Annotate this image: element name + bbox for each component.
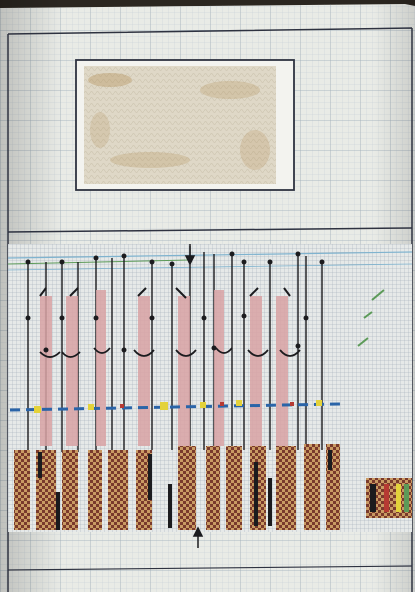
fabric-swatch	[76, 60, 294, 190]
color-sample	[366, 478, 412, 518]
pattern-chart	[8, 244, 412, 548]
